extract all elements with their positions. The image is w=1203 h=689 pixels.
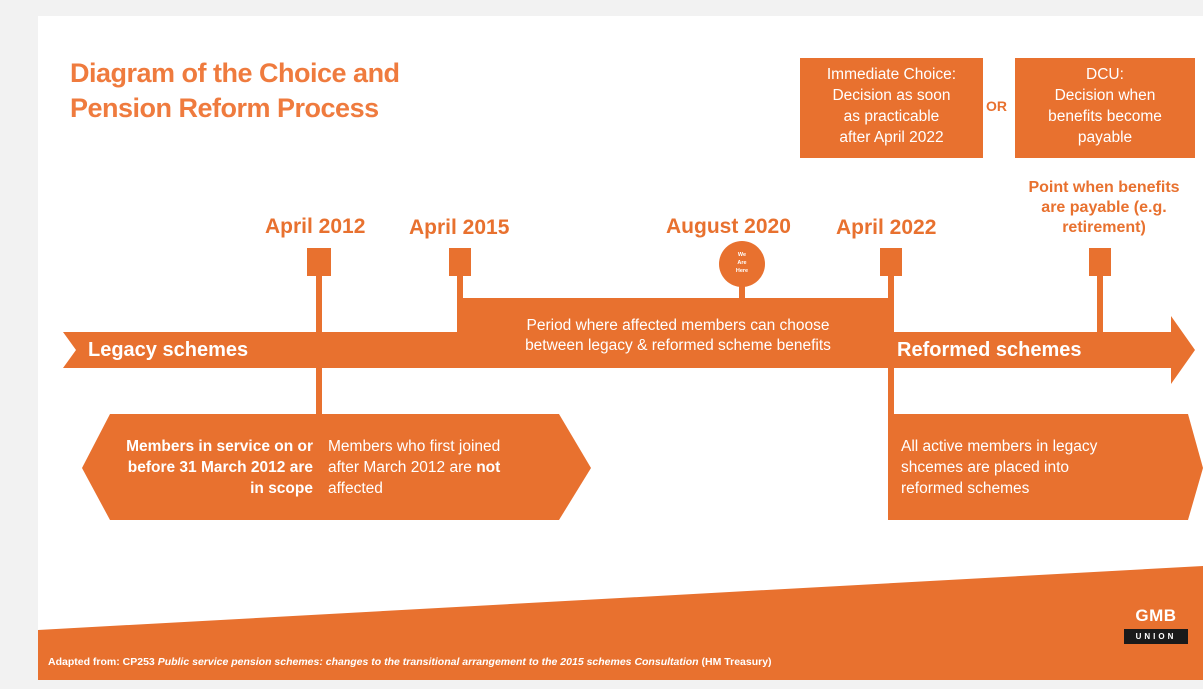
reformed-line: All active members in legacy (901, 438, 1098, 455)
reformed-line: shcemes are placed into (901, 459, 1070, 476)
reformed-arrow (893, 316, 1195, 384)
not-affected-line: affected (328, 480, 383, 497)
not-affected-line: after March 2012 are not (328, 457, 558, 478)
footer-citation: Adapted from: CP253 Public service pensi… (48, 656, 772, 668)
in-scope-line: before 31 March 2012 are (127, 459, 313, 476)
benefits-line-text: Point when benefits (1028, 179, 1180, 196)
benefits-marker (1089, 248, 1111, 276)
footer-band (38, 566, 1203, 680)
choice-line: after April 2022 (839, 129, 944, 146)
benefits-line-text: retirement) (1062, 219, 1146, 236)
benefits-line-text: are payable (e.g. (1041, 199, 1167, 216)
title-line-2: Pension Reform Process (70, 93, 379, 123)
reformed-box-text: All active members in legacy shcemes are… (901, 436, 1191, 499)
we-are-here-marker (719, 241, 765, 287)
reformed-line: reformed schemes (901, 480, 1030, 497)
choice-line: Immediate Choice: (826, 66, 957, 83)
slide: Diagram of the Choice and Pension Reform… (38, 16, 1203, 680)
dcu-line: payable (1077, 129, 1133, 146)
right-box (888, 414, 1203, 520)
april-2022-marker (880, 248, 902, 276)
april-2022-line (888, 274, 894, 424)
page-title: Diagram of the Choice and Pension Reform… (70, 56, 400, 126)
choice-line: Decision as soon (832, 87, 951, 104)
april-2012-marker (307, 248, 331, 276)
in-scope-line: Members in service on or (126, 438, 313, 455)
gmb-logo: GMB UNION (1124, 606, 1188, 644)
logo-bottom-text: UNION (1124, 629, 1188, 644)
date-april-2022: April 2022 (836, 216, 937, 239)
not-affected-bold: not (476, 459, 501, 476)
footer-suffix: (HM Treasury) (698, 656, 772, 668)
we-are-here-label: We Are Here (719, 251, 765, 275)
dcu-line: DCU: (1086, 66, 1124, 83)
legacy-arrow (63, 332, 457, 368)
diagram-shapes (38, 241, 1203, 680)
we-are-here-word: We (737, 252, 747, 258)
dcu-box: DCU: Decision when benefits become payab… (1015, 58, 1195, 158)
april-2015-line (457, 274, 463, 304)
august-2020-line (739, 286, 745, 302)
left-hexagon-box (82, 414, 591, 520)
period-line: Period where affected members can choose (526, 317, 830, 334)
benefits-payable-label: Point when benefits are payable (e.g. re… (1006, 178, 1202, 238)
period-bar (457, 298, 893, 368)
not-affected-line: Members who first joined (328, 438, 501, 455)
not-affected-prefix: after March 2012 are (328, 459, 477, 476)
not-affected-text: Members who first joined after March 201… (328, 436, 558, 499)
or-label: OR (986, 98, 1007, 114)
period-text: Period where affected members can choose… (463, 316, 893, 356)
logo-top-text: GMB (1135, 606, 1177, 625)
in-scope-text: Members in service on or before 31 March… (78, 436, 313, 499)
footer-italic: Public service pension schemes: changes … (157, 656, 699, 668)
date-april-2012: April 2012 (265, 215, 366, 238)
date-april-2015: April 2015 (409, 216, 510, 239)
benefits-line (1097, 274, 1103, 336)
period-line: between legacy & reformed scheme benefit… (525, 337, 831, 354)
legacy-schemes-label: Legacy schemes (88, 339, 249, 361)
april-2015-marker (449, 248, 471, 276)
date-august-2020: August 2020 (666, 215, 791, 238)
title-line-1: Diagram of the Choice and (70, 58, 400, 88)
we-are-here-word: Are (737, 260, 747, 266)
choice-line: as practicable (843, 108, 940, 125)
we-are-here-word: Here (735, 268, 749, 274)
reformed-schemes-label: Reformed schemes (897, 339, 1082, 361)
dcu-line: Decision when (1054, 87, 1156, 104)
dcu-line: benefits become (1048, 108, 1162, 125)
footer-prefix: Adapted from: CP253 (48, 656, 158, 668)
immediate-choice-box: Immediate Choice: Decision as soon as pr… (800, 58, 983, 158)
april-2012-line (316, 274, 322, 416)
in-scope-line: in scope (250, 480, 313, 497)
